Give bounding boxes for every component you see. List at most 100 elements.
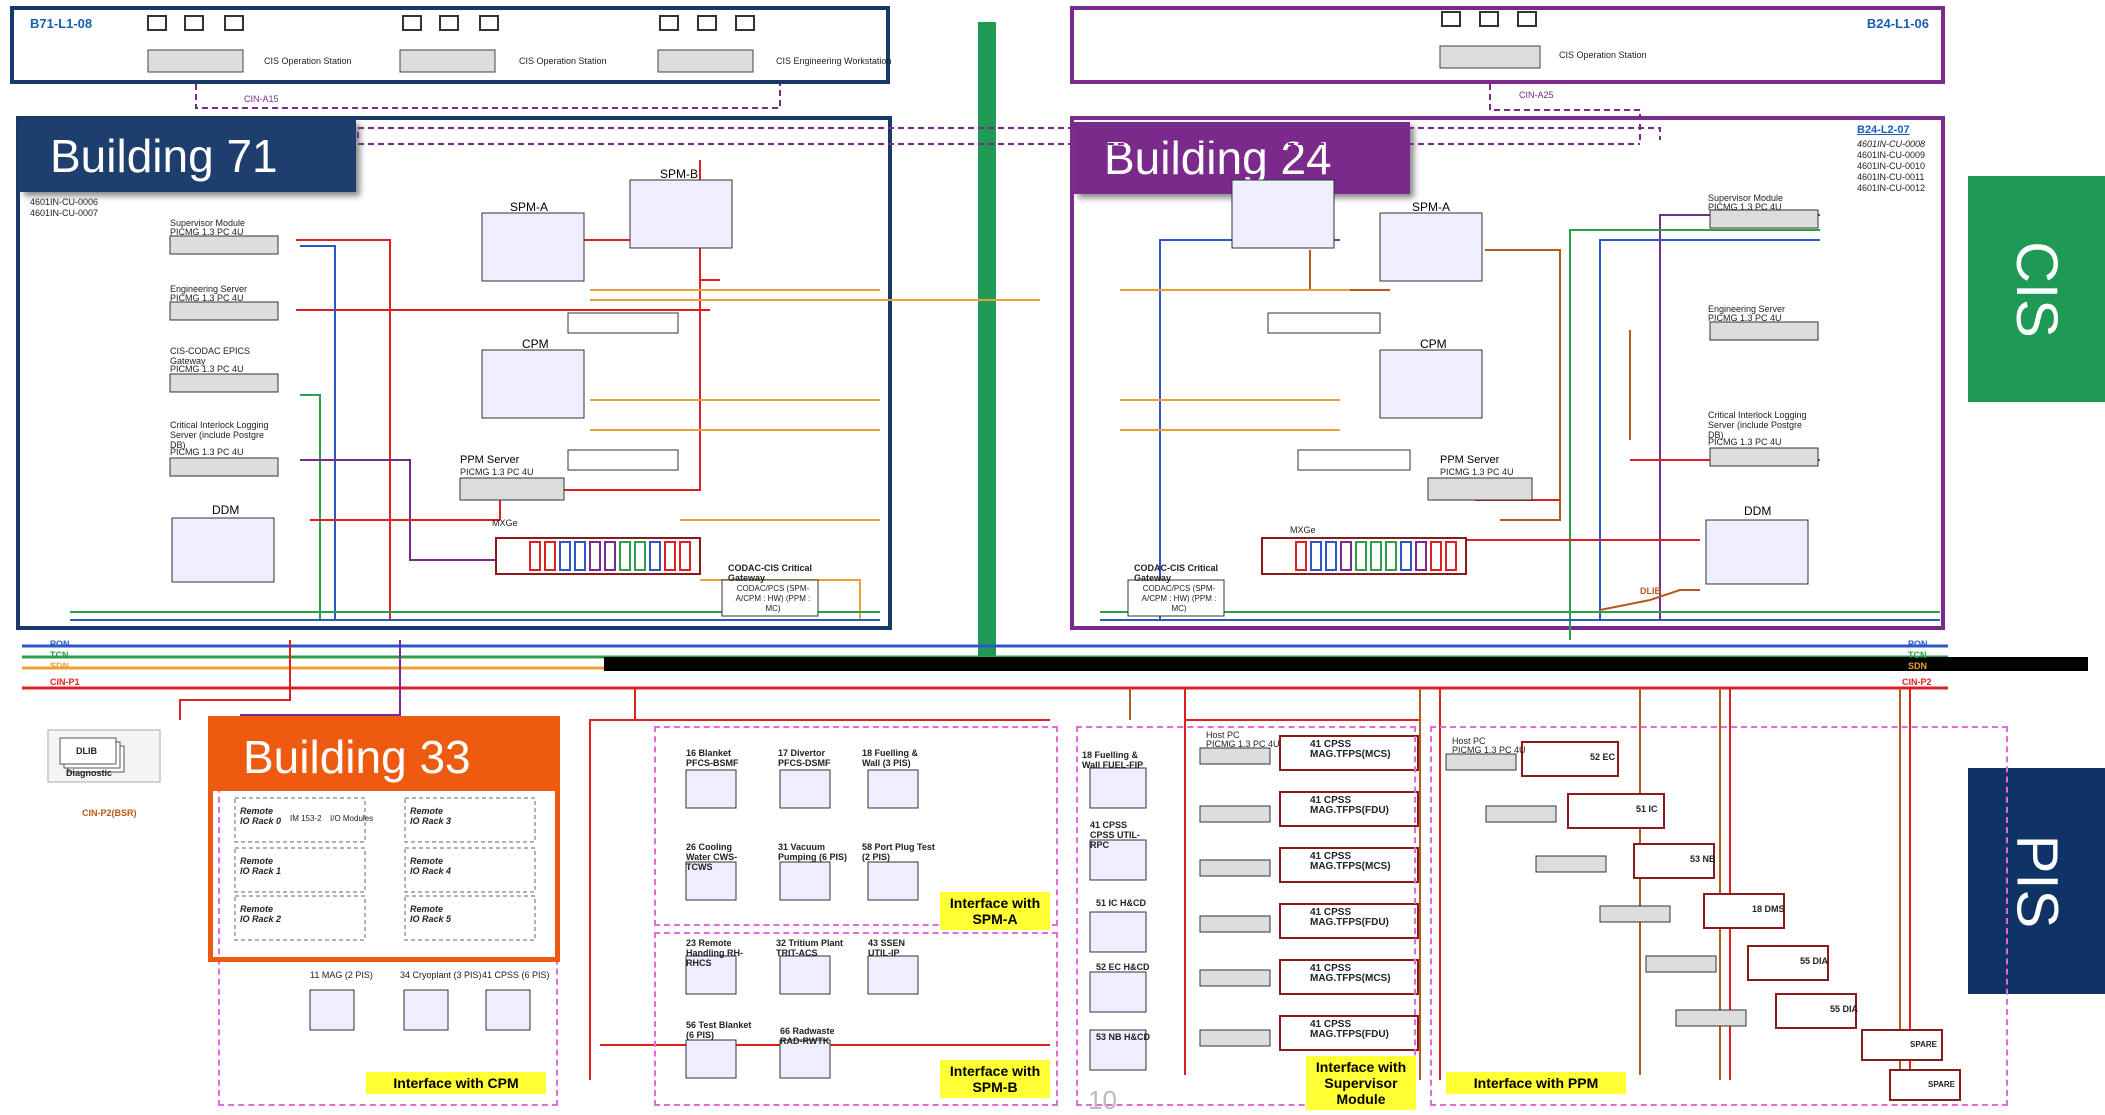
host-pc-spec-1: PICMG 1.3 PC 4U — [1206, 739, 1280, 749]
header-left-label[interactable]: B71-L1-08 — [30, 16, 93, 31]
spma-group-2: 17 Divertor PFCS-DSMF — [778, 748, 831, 768]
header-left-net: CIN-A15 — [244, 94, 279, 104]
b71-server-3-spec: PICMG 1.3 PC 4U — [170, 364, 244, 374]
backbone-black-bar — [604, 657, 2088, 671]
building-33-title: Building 33 — [213, 721, 555, 791]
b24-cpm-label: CPM — [1420, 337, 1447, 351]
sup-group-3: 51 IC H&CD — [1096, 898, 1147, 908]
interface-spmb-label: Interface with SPM-B — [940, 1060, 1050, 1098]
b24-server-2-name: Engineering Server — [1708, 304, 1786, 314]
sup-group-2: 41 CPSS CPSS UTIL-RPC — [1090, 820, 1141, 850]
b33-rack-frames — [234, 797, 536, 941]
dlib-title: DLIB — [76, 746, 97, 756]
spmb-group-1: 23 Remote Handling RH-RHCS — [686, 938, 743, 968]
net-left-pon: PON — [50, 639, 70, 649]
cis-side-label: CIS — [1968, 176, 2105, 402]
mcs-item-4: 41 CPSS MAG.TFPS(FDU) — [1310, 907, 1389, 928]
b71-server-4-spec: PICMG 1.3 PC 4U — [170, 447, 244, 457]
b71-ppm-module — [495, 537, 701, 575]
b71-spm-a-label: SPM-A — [510, 200, 549, 214]
ppm-item-4: 18 DMS — [1752, 904, 1785, 914]
b33-rack-3: Remote IO Rack 3 — [410, 806, 452, 826]
spmb-group-3: 43 SSEN UTIL-IP — [868, 938, 906, 958]
spma-group-6: 58 Port Plug Test (2 PIS) — [862, 842, 935, 862]
b33-rack-4: Remote IO Rack 4 — [410, 856, 452, 876]
ppm-item-8: SPARE — [1928, 1080, 1955, 1089]
b24-gateway-sub: CODAC/PCS (SPM-A/CPM : HW) (PPM : MC) — [1141, 584, 1217, 613]
sup-group-5: 53 NB H&CD — [1096, 1032, 1151, 1042]
b24-ref-1: 4601IN-CU-0008 — [1857, 139, 1926, 149]
pis-devices — [309, 767, 1147, 1079]
building-33-frame — [208, 716, 560, 962]
spma-group-5: 31 Vacuum Pumping (6 PIS) — [778, 842, 848, 862]
b33-rack-1: Remote IO Rack 1 — [240, 856, 282, 876]
header-left-station-3: CIS Engineering Workstation — [776, 56, 892, 66]
page-number: 10 — [1088, 1085, 1117, 1115]
header-right-station-1: CIS Operation Station — [1559, 50, 1647, 60]
sup-interface-area — [1076, 726, 1416, 1106]
header-right-label[interactable]: B24-L1-06 — [1866, 16, 1929, 31]
ppm-item-6: 55 DIA — [1830, 1004, 1859, 1014]
b24-ppm-server-label: PPM Server — [1440, 454, 1500, 466]
header-left-station-1: CIS Operation Station — [264, 56, 352, 66]
cpm-group-3: 41 CPSS (6 PIS) — [482, 970, 550, 980]
host-pc-units — [1199, 747, 1747, 1047]
b24-ref-5: 4601IN-CU-0012 — [1857, 183, 1926, 193]
b71-server-1-spec: PICMG 1.3 PC 4U — [170, 227, 244, 237]
b24-devices — [1127, 179, 1819, 617]
b24-server-2-spec: PICMG 1.3 PC 4U — [1708, 313, 1782, 323]
b24-ref-3: 4601IN-CU-0010 — [1857, 161, 1926, 171]
b24-mxge: MXGe — [1290, 525, 1316, 535]
b71-wires — [70, 160, 1040, 621]
b71-server-4-name: Critical Interlock Logging Server (inclu… — [170, 420, 269, 450]
cpm-group-1: 11 MAG (2 PIS) — [310, 970, 373, 980]
header-monitors — [147, 11, 1537, 31]
b24-ref-link[interactable]: B24-L2-07 — [1857, 124, 1910, 136]
b24-server-3-spec: PICMG 1.3 PC 4U — [1708, 437, 1782, 447]
header-right-box: B24-L1-06 CIS Operation Station CIN-A25 — [1070, 6, 1945, 100]
b71-spm-b-label: SPM-B — [660, 167, 699, 181]
spma-group-1: 16 Blanket PFCS-BSMF — [686, 748, 739, 768]
cis-divider-bar — [978, 22, 996, 660]
b71-ddm-label: DDM — [212, 503, 240, 517]
b71-ref-2: 4601IN-CU-0007 — [30, 208, 99, 218]
b24-ppm-module — [1261, 537, 1467, 575]
spmb-group-2: 32 Tritium Plant TRIT-ACS — [776, 938, 844, 958]
spma-group-3: 18 Fuelling & Wall (3 PIS) — [862, 748, 919, 768]
spmb-interface-area — [654, 932, 1058, 1106]
building-71-frame — [16, 116, 892, 630]
ppm-module-frames — [1521, 741, 1961, 1101]
b71-server-3-name: CIS-CODAC EPICS Gateway — [170, 346, 251, 366]
spma-group-4: 26 Cooling Water CWS-TCWS — [686, 842, 738, 872]
net-right-cin: CIN-P2 — [1902, 677, 1932, 687]
spmb-group-4: 56 Test Blanket (6 PIS) — [686, 1020, 752, 1040]
mcs-item-3: 41 CPSS MAG.TFPS(MCS) — [1310, 851, 1391, 872]
interface-spma-label: Interface with SPM-A — [940, 892, 1050, 930]
ppm-interface-area — [1430, 726, 2008, 1106]
host-pc-label-1: Host PC — [1206, 730, 1240, 740]
dlib-stack — [47, 729, 161, 783]
host-pc-spec-2: PICMG 1.3 PC 4U — [1452, 745, 1526, 755]
ppm-item-1: 52 EC — [1590, 752, 1616, 762]
b33-rack-5: Remote IO Rack 5 — [410, 904, 452, 924]
spmb-group-5: 66 Radwaste RAD-RWTK — [780, 1026, 835, 1046]
header-left-station-2: CIS Operation Station — [519, 56, 607, 66]
interface-sup-label: Interface with Supervisor Module — [1306, 1056, 1416, 1110]
ppm-item-3: 53 NB — [1690, 854, 1716, 864]
b71-ppm-server-spec: PICMG 1.3 PC 4U — [460, 467, 534, 477]
building-24-frame — [1070, 116, 1945, 630]
net-right-sdn: SDN — [1908, 661, 1928, 671]
b71-ref-1: 4601IN-CU-0006 — [30, 197, 99, 207]
mcs-item-6: 41 CPSS MAG.TFPS(FDU) — [1310, 1019, 1389, 1040]
b24-server-1-name: Supervisor Module — [1708, 193, 1784, 203]
net-left-tcn: TCN — [50, 650, 69, 660]
b33-io-label: I/O Modules — [330, 814, 374, 823]
b24-ddm-label: DDM — [1744, 504, 1772, 518]
interface-ppm-label: Interface with PPM — [1446, 1072, 1626, 1094]
b71-cpm-label: CPM — [522, 337, 549, 351]
interface-cpm-label: Interface with CPM — [366, 1072, 546, 1094]
b71-mxge: MXGe — [492, 518, 518, 528]
b71-server-1-name: Supervisor Module — [170, 218, 246, 228]
b71-devices — [169, 179, 819, 617]
